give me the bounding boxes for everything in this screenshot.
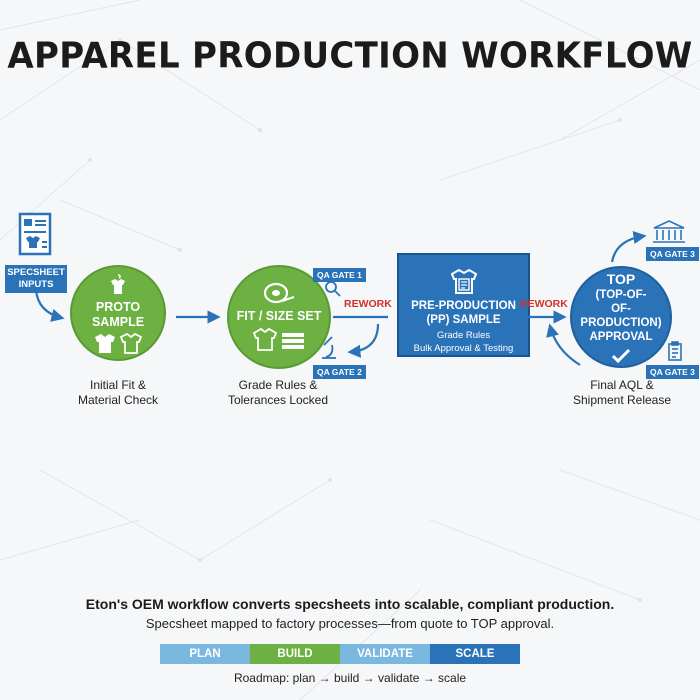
stage-label: OF-PRODUCTION) [580, 302, 662, 329]
stage-caption: Final AQL & Shipment Release [572, 378, 672, 407]
stage-pp-sample: PRE-PRODUCTION (PP) SAMPLE Grade Rules B… [397, 253, 530, 357]
qa-gate-3-badge: QA GATE 3 [646, 247, 699, 261]
stage-label: (TOP-OF- [595, 288, 647, 301]
stage-proto-sample: PROTO SAMPLE [70, 265, 166, 361]
qa-gate-1-badge: QA GATE 1 [313, 268, 366, 282]
page-title: APPAREL PRODUCTION WORKFLOW [7, 35, 693, 77]
stage-label: (PP) SAMPLE [426, 314, 501, 326]
stage-label: PROTO SAMPLE [91, 299, 145, 329]
rework-label: REWORK [520, 298, 568, 310]
stage-label: PRE-PRODUCTION [411, 300, 516, 312]
checkmark-icon [611, 348, 631, 363]
stage-fit-size-set: FIT / SIZE SET [227, 265, 331, 369]
roadmap-validate: VALIDATE [340, 644, 430, 664]
stage-detail: Grade Rules [436, 330, 491, 341]
roadmap-build: BUILD [250, 644, 340, 664]
document-icon [18, 212, 52, 256]
subtagline: Specsheet mapped to factory processes—fr… [145, 616, 555, 631]
stage-label: FIT / SIZE SET [236, 309, 322, 323]
measuring-tape-icon [263, 282, 295, 304]
specsheet-label: SPECSHEET INPUTS [5, 265, 67, 293]
roadmap-bar: PLAN BUILD VALIDATE SCALE [160, 644, 520, 664]
stage-detail: Bulk Approval & Testing [413, 343, 514, 354]
shirt-clipboard-icon [450, 268, 478, 294]
stage-label: TOP [606, 270, 636, 287]
qa-gate-2-badge: QA GATE 2 [313, 365, 366, 379]
roadmap-scale: SCALE [430, 644, 520, 664]
stage-caption: Grade Rules & Tolerances Locked [227, 378, 329, 407]
qa-gate-3-badge: QA GATE 3 [646, 365, 699, 379]
stage-top-approval: TOP (TOP-OF- OF-PRODUCTION) APPROVAL [570, 266, 672, 368]
stage-caption: Initial Fit & Material Check [77, 378, 159, 407]
tshirt-icon [95, 332, 143, 354]
hanger-icon [111, 273, 125, 294]
tagline: Eton's OEM workflow converts specsheets … [85, 596, 615, 612]
stage-label: APPROVAL [589, 330, 653, 343]
folded-shirt-icon [252, 327, 304, 351]
roadmap-caption: Roadmap: plan → build → validate → scale [233, 671, 467, 685]
roadmap-plan: PLAN [160, 644, 250, 664]
rework-label: REWORK [344, 298, 392, 310]
